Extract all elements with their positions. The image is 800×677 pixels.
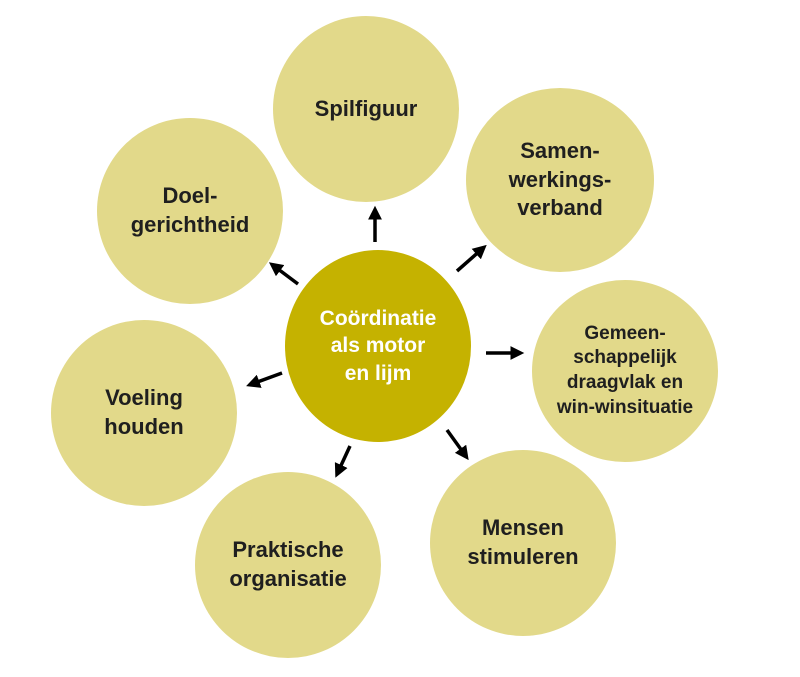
- arrow-to-praktische-organisatie: [334, 445, 352, 478]
- arrow-to-samenwerkingsverband: [455, 244, 487, 273]
- node-spilfiguur: Spilfiguur: [273, 16, 459, 202]
- center-node: Coördinatie als motor en lijm: [285, 250, 471, 442]
- arrow-to-doelgerichtheid: [268, 262, 300, 286]
- node-label: Doel- gerichtheid: [130, 183, 250, 237]
- node-doelgerichtheid: Doel- gerichtheid: [97, 118, 283, 304]
- node-label: Voeling houden: [104, 385, 184, 439]
- node-label: Spilfiguur: [314, 95, 418, 121]
- node-draagvlak: Gemeen- schappelijk draagvlak en win-win…: [532, 280, 718, 462]
- arrow-to-mensen-stimuleren: [445, 428, 469, 461]
- node-label: Praktische organisatie: [229, 537, 347, 591]
- node-label: Mensen stimuleren: [467, 515, 579, 569]
- node-label: Gemeen- schappelijk draagvlak en win-win…: [556, 322, 694, 418]
- node-label: Samen- werkings- verband: [508, 138, 612, 221]
- arrow-to-voeling-houden: [246, 371, 283, 388]
- node-voeling-houden: Voeling houden: [51, 320, 237, 506]
- node-samenwerkingsverband: Samen- werkings- verband: [466, 88, 654, 272]
- center-label: Coördinatie als motor en lijm: [319, 307, 437, 385]
- node-praktische-organisatie: Praktische organisatie: [195, 472, 381, 658]
- node-mensen-stimuleren: Mensen stimuleren: [430, 450, 616, 636]
